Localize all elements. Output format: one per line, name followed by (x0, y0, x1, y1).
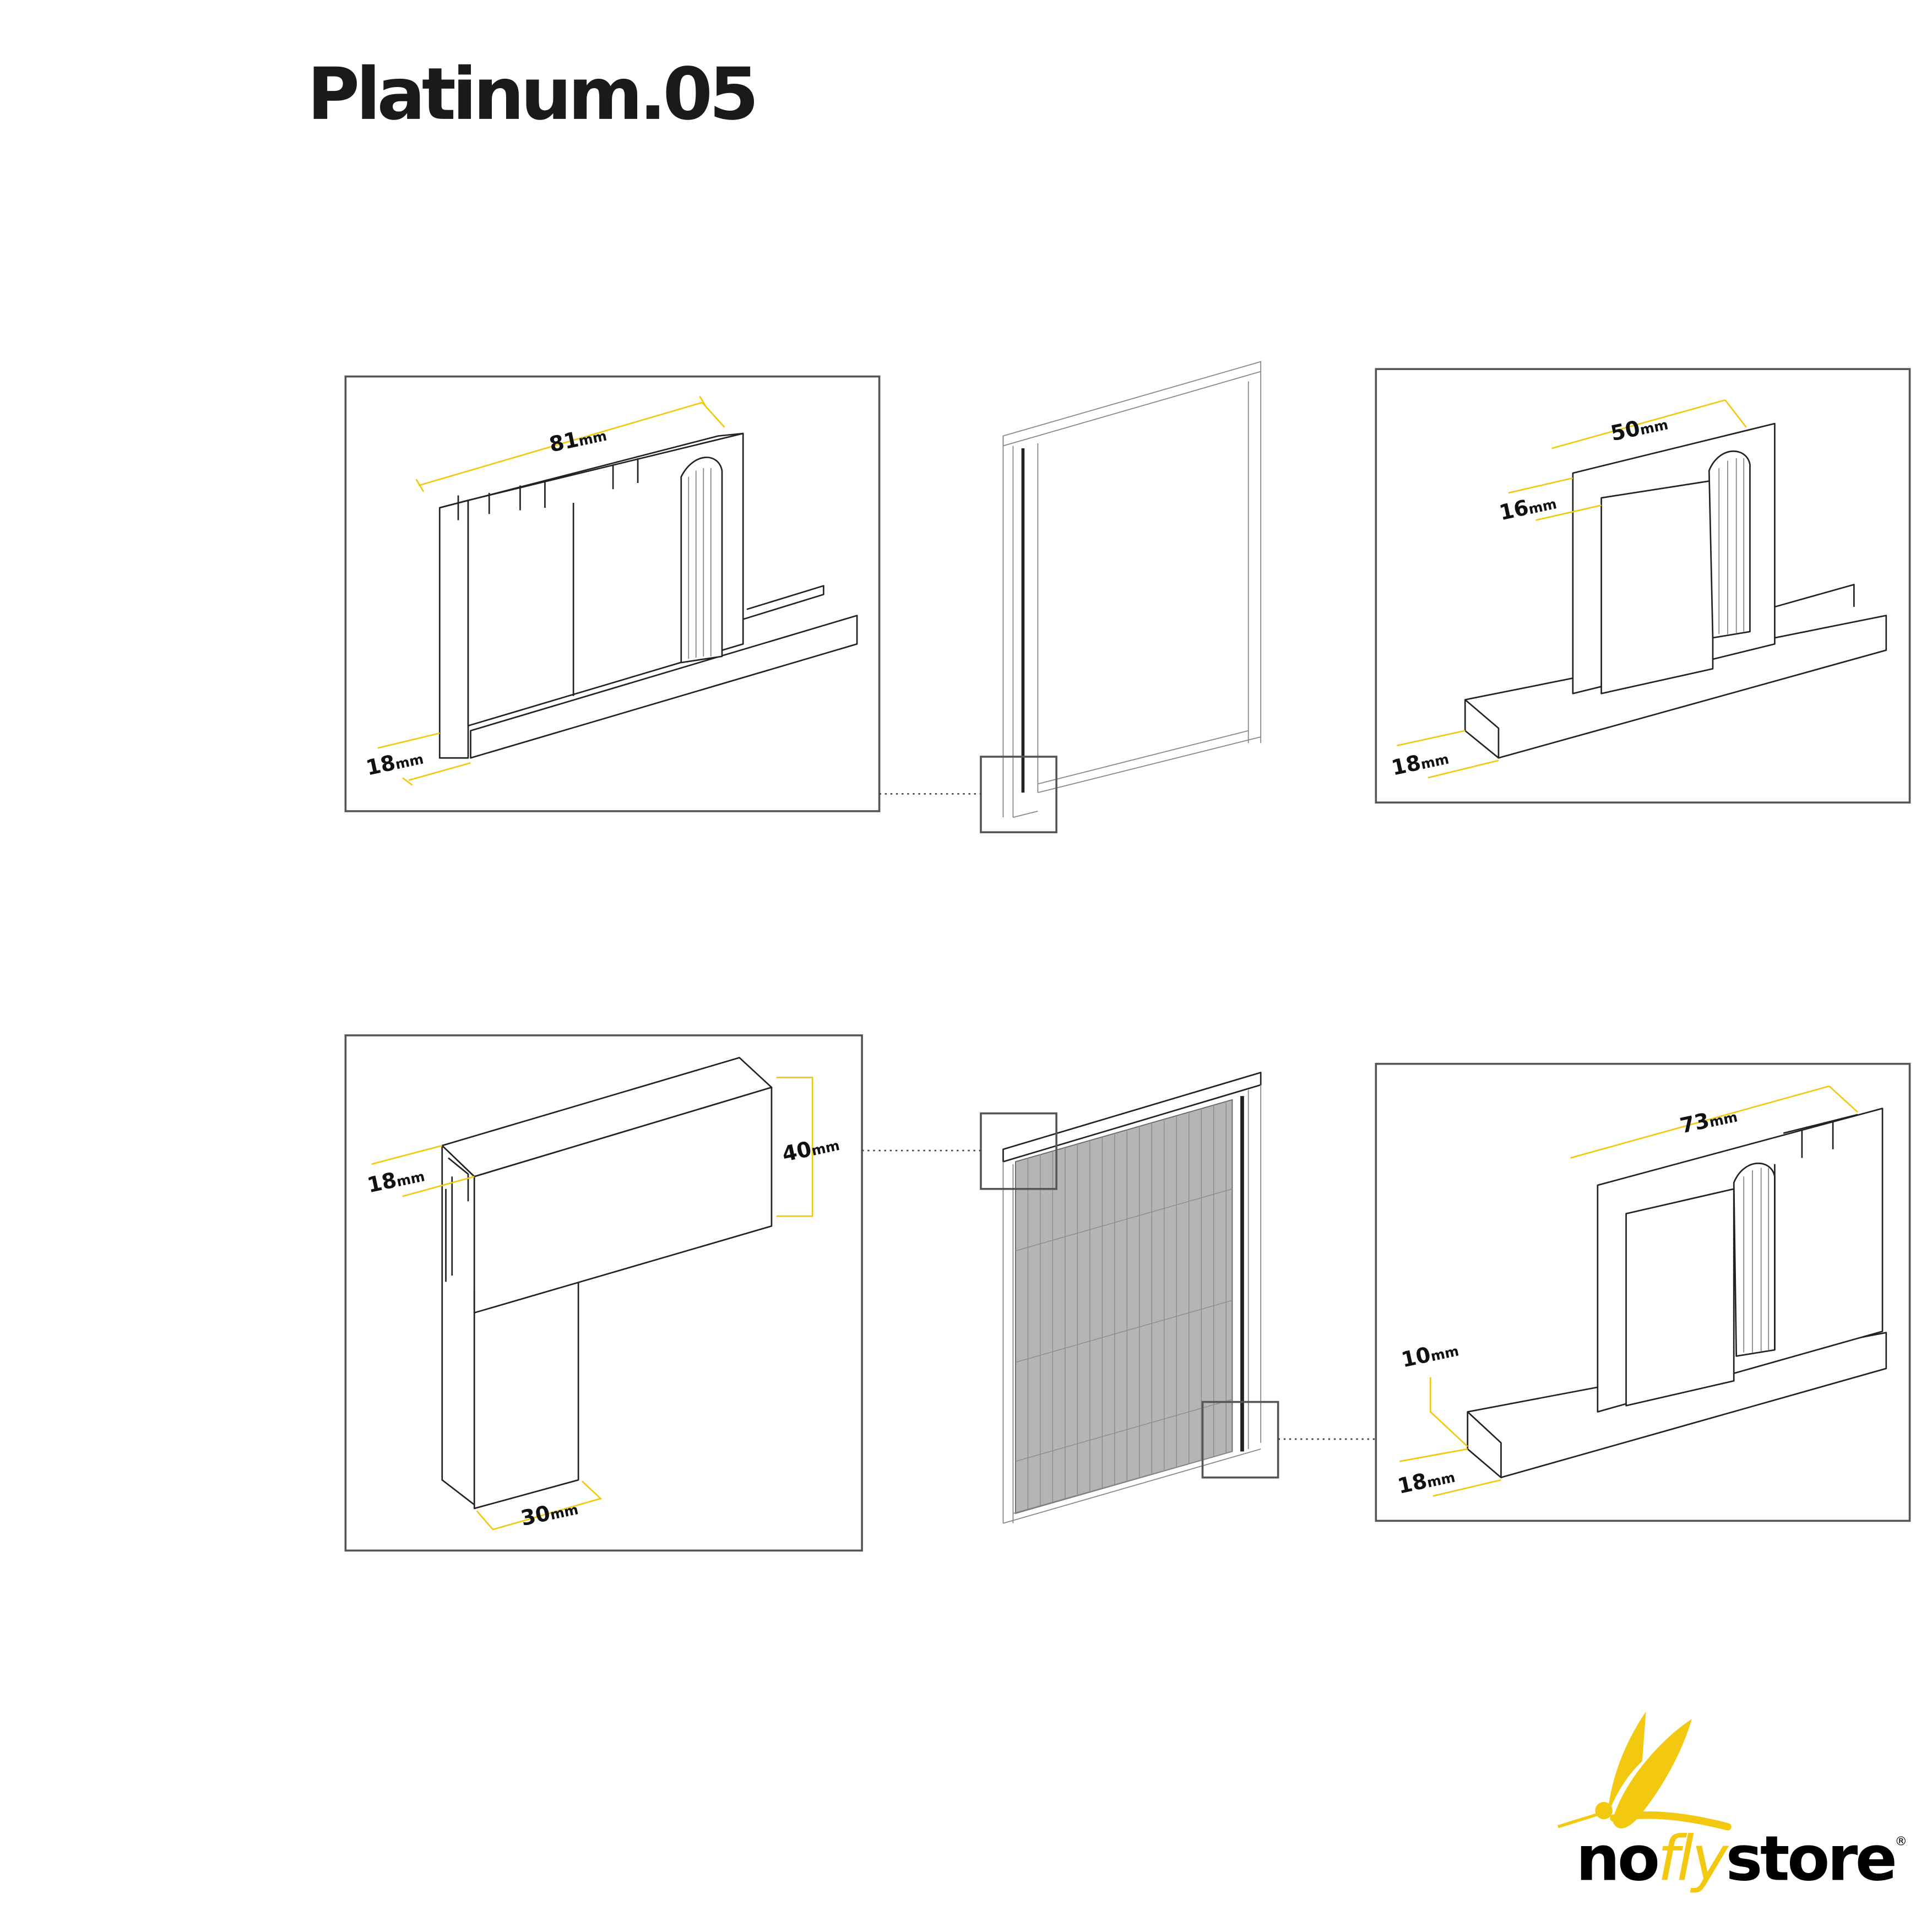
dimension-label: 40mm (780, 1131, 842, 1167)
dimension-label: 18mm (364, 745, 426, 781)
logo-head-icon (1595, 1801, 1613, 1820)
dimension-label: 73mm (1678, 1103, 1740, 1139)
detail-frame (344, 375, 881, 812)
window-frame-closed (862, 1072, 1376, 1524)
profile-drawing (1464, 422, 1887, 759)
pleated-mesh (1015, 1099, 1233, 1515)
detail-top-right: 50mm 16mm 18mm (1375, 368, 1911, 804)
detail-top-left: 81mm 18mm (344, 375, 881, 812)
dimension-height: 10mm (1399, 1337, 1468, 1447)
window-frame-open (879, 361, 1262, 833)
zoom-marker (980, 756, 1057, 833)
dimension-label: 18mm (1396, 1463, 1457, 1499)
detail-frame (1375, 1062, 1911, 1522)
dimension-label: 10mm (1399, 1337, 1461, 1373)
dimension-label: 16mm (1497, 490, 1559, 525)
registered-mark: ® (1895, 1835, 1907, 1849)
detail-bottom-left: 18mm 40mm 30mm (344, 1034, 863, 1552)
dimension-height: 40mm (776, 1077, 842, 1217)
profile-drawing (1467, 1108, 1887, 1479)
dimension-depth: 18mm (1396, 1448, 1501, 1499)
logo-text-no: no (1576, 1823, 1658, 1895)
logo-text-store: store (1725, 1823, 1895, 1895)
profile-drawing (438, 432, 858, 759)
detail-frame (1375, 368, 1911, 804)
dimension-label: 50mm (1609, 411, 1670, 447)
logo-wing-icon (1612, 1719, 1692, 1828)
dimension-width: 50mm (1551, 399, 1747, 449)
dimension-label: 81mm (547, 422, 609, 458)
dimension-inner: 16mm (1497, 477, 1602, 525)
dimension-label: 30mm (519, 1495, 580, 1531)
page-title: Platinum.05 (307, 52, 756, 136)
logo-wing-icon (1607, 1711, 1646, 1816)
detail-bottom-right: 73mm 10mm 18mm (1375, 1062, 1911, 1522)
nofly-store-logo: noflystore® (1557, 1711, 1907, 1895)
logo-wordmark: noflystore® (1576, 1823, 1907, 1895)
logo-text-fly: fly (1658, 1823, 1729, 1895)
dimension-label: 18mm (1390, 745, 1451, 781)
profile-drawing (441, 1057, 773, 1510)
detail-frame (344, 1034, 863, 1552)
